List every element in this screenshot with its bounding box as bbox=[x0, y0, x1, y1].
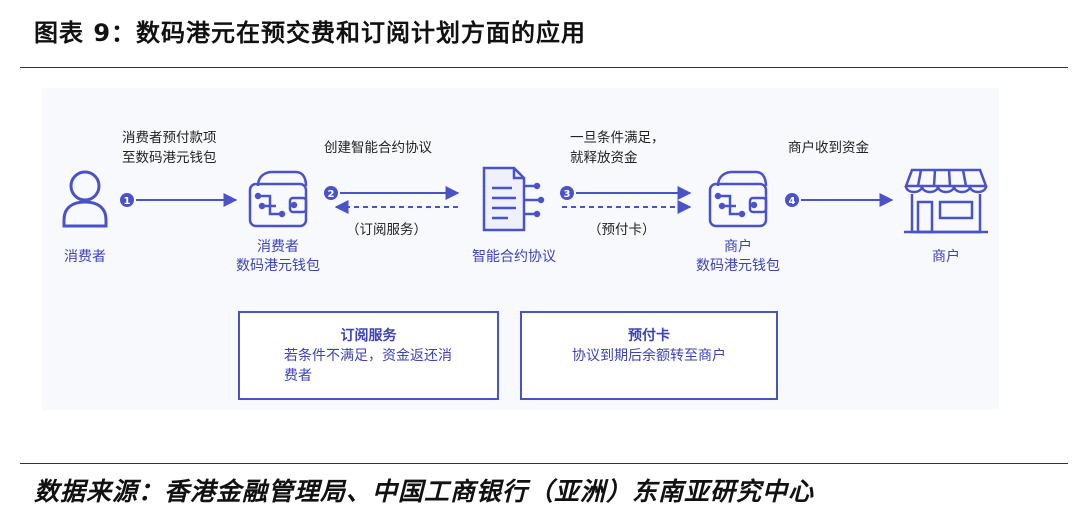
step-2-return-label: （订阅服务） bbox=[346, 222, 427, 238]
step-3-number: 3 bbox=[564, 189, 571, 200]
consumer-wallet-icon bbox=[248, 170, 308, 228]
step-2-label: 创建智能合约协议 bbox=[324, 140, 432, 156]
contract-document-icon bbox=[482, 166, 545, 232]
merchant-wallet-label-line1: 商户 bbox=[724, 239, 752, 255]
subscription-box-title: 订阅服务 bbox=[340, 328, 397, 344]
person-icon bbox=[62, 170, 108, 228]
storefront-icon bbox=[904, 168, 988, 234]
source-note: 数据来源：香港金融管理局、中国工商银行（亚洲）东南亚研究中心 bbox=[34, 477, 815, 506]
prepaid-box-title: 预付卡 bbox=[628, 328, 670, 344]
step-3-return-label: （预付卡） bbox=[588, 222, 656, 238]
step-1-label-line2: 至数码港元钱包 bbox=[122, 150, 217, 166]
subscription-box-text-line1: 若条件不满足，资金返还消 bbox=[284, 348, 452, 364]
step-1-badge bbox=[120, 193, 134, 207]
prepaid-box: 预付卡 协议到期后余额转至商户 bbox=[520, 311, 778, 400]
figure-title: 图表 9：数码港元在预交费和订阅计划方面的应用 bbox=[34, 19, 587, 47]
step-2-badge bbox=[324, 186, 338, 200]
subscription-box-text-line2: 费者 bbox=[284, 368, 312, 384]
merchant-wallet-label-line2: 数码港元钱包 bbox=[696, 258, 780, 274]
step-4-label: 商户收到资金 bbox=[788, 140, 869, 156]
consumer-wallet-label-line1: 消费者 bbox=[257, 239, 299, 255]
step-3-badge bbox=[560, 186, 574, 200]
step-3-label-line1: 一旦条件满足， bbox=[570, 130, 665, 146]
step-4-number: 4 bbox=[789, 196, 796, 207]
step-1-number: 1 bbox=[124, 196, 131, 207]
merchant-wallet-icon bbox=[708, 170, 768, 228]
smart-contract-label: 智能合约协议 bbox=[472, 249, 556, 265]
step-2-number: 2 bbox=[328, 189, 335, 200]
prepaid-box-text: 协议到期后余额转至商户 bbox=[572, 348, 726, 364]
step-3-label-line2: 就释放资金 bbox=[570, 150, 638, 166]
step-4-badge bbox=[785, 193, 799, 207]
bottom-rule bbox=[20, 463, 1068, 464]
top-rule bbox=[20, 67, 1068, 68]
subscription-box: 订阅服务 若条件不满足，资金返还消 费者 bbox=[238, 311, 499, 400]
merchant-label: 商户 bbox=[932, 249, 960, 265]
consumer-wallet-label-line2: 数码港元钱包 bbox=[236, 258, 320, 274]
consumer-label: 消费者 bbox=[64, 249, 106, 265]
step-1-label-line1: 消费者预付款项 bbox=[122, 130, 217, 146]
